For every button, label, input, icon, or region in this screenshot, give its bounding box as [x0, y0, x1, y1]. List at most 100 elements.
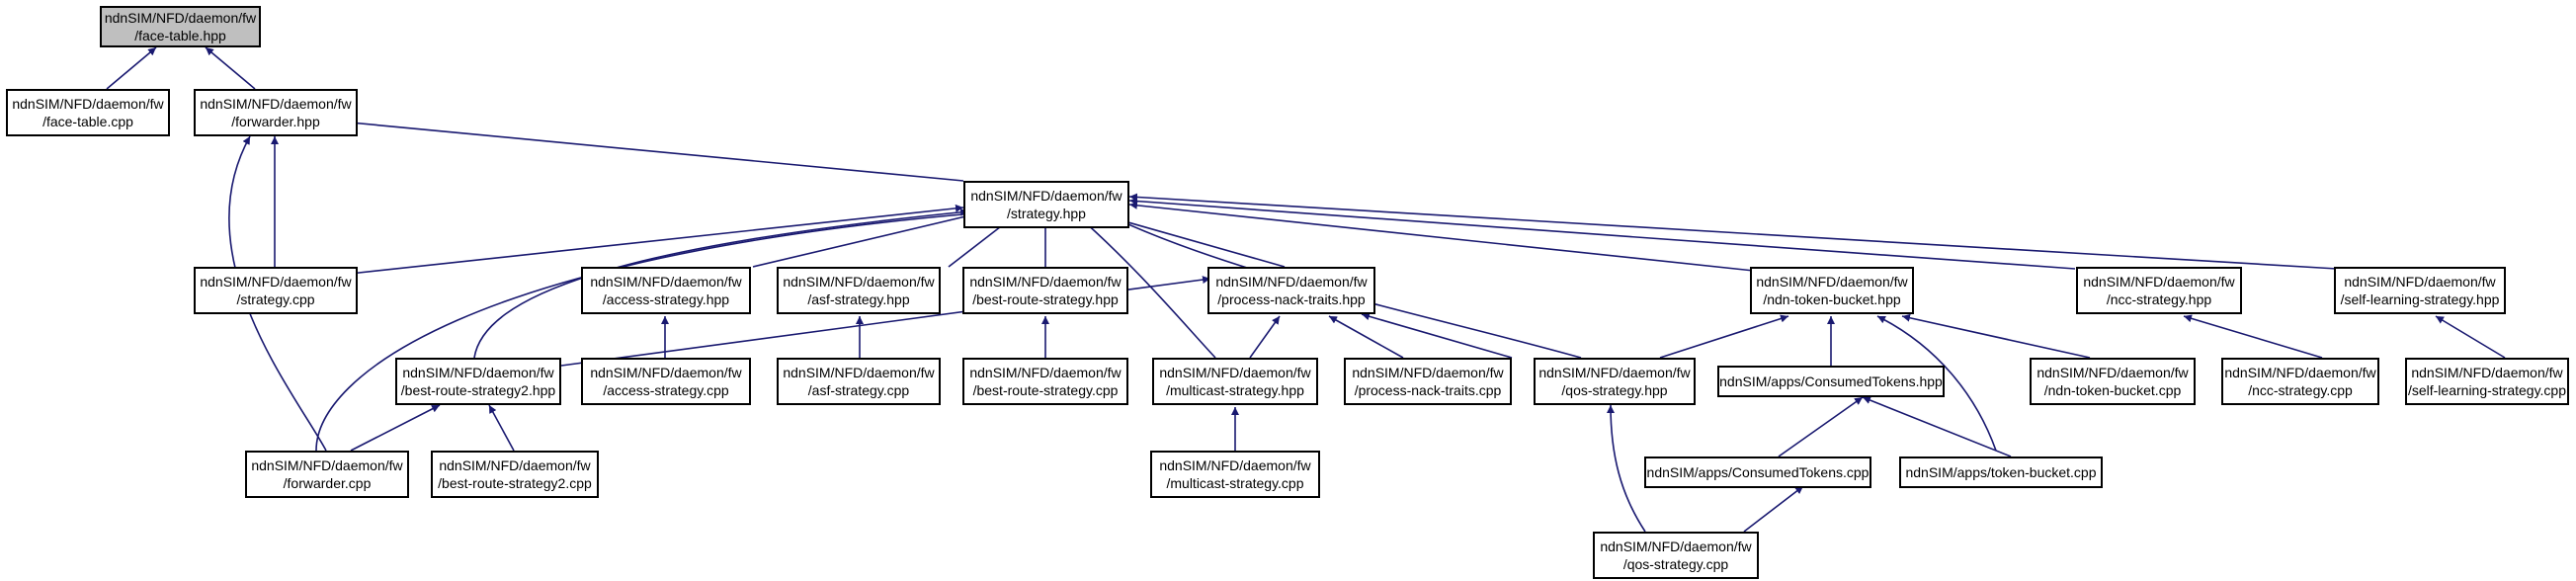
node-qos-strategy-hpp[interactable]: ndnSIM/NFD/daemon/fw /qos-strategy.hpp — [1534, 358, 1696, 405]
node-line: ndnSIM/NFD/daemon/fw — [783, 365, 935, 380]
node-line: /face-table.cpp — [42, 114, 133, 129]
edge — [488, 404, 515, 452]
node-line: ndnSIM/NFD/daemon/fw — [590, 274, 742, 290]
node-line: /process-nack-traits.hpp — [1217, 291, 1366, 307]
edge — [106, 46, 157, 90]
node-line: /ndn-token-bucket.hpp — [1763, 291, 1901, 307]
node-face-table-hpp: ndnSIM/NFD/daemon/fw /face-table.hpp — [100, 6, 261, 47]
node-asf-strategy-hpp[interactable]: ndnSIM/NFD/daemon/fw /asf-strategy.hpp — [777, 267, 941, 314]
edge — [228, 135, 327, 452]
node-line: ndnSIM/NFD/daemon/fw — [970, 188, 1122, 204]
node-line: /best-route-strategy.cpp — [972, 382, 1119, 398]
edge — [315, 209, 974, 452]
node-line: /strategy.hpp — [1007, 206, 1086, 221]
node-line: /asf-strategy.cpp — [807, 382, 910, 398]
node-line: /access-strategy.cpp — [603, 382, 729, 398]
node-line: /multicast-strategy.cpp — [1166, 475, 1304, 491]
edge — [1249, 315, 1281, 359]
node-line: ndnSIM/NFD/daemon/fw — [590, 365, 742, 380]
node-line: ndnSIM/NFD/daemon/fw — [1352, 365, 1504, 380]
node-self-learning-strategy-cpp[interactable]: ndnSIM/NFD/daemon/fw /self-learning-stra… — [2405, 358, 2569, 405]
node-face-table-cpp[interactable]: ndnSIM/NFD/daemon/fw /face-table.cpp — [6, 89, 170, 136]
node-best-route-strategy2-hpp[interactable]: ndnSIM/NFD/daemon/fw /best-route-strateg… — [395, 358, 561, 405]
edge — [2183, 314, 2323, 359]
node-line: /best-route-strategy.hpp — [972, 291, 1119, 307]
edge — [1901, 313, 2091, 359]
node-line: ndnSIM/NFD/daemon/fw — [1600, 539, 1752, 554]
edge — [1862, 396, 2012, 457]
node-process-nack-traits-cpp[interactable]: ndnSIM/NFD/daemon/fw /process-nack-trait… — [1344, 358, 1512, 405]
node-line: /face-table.hpp — [134, 28, 226, 43]
node-forwarder-cpp[interactable]: ndnSIM/NFD/daemon/fw /forwarder.cpp — [245, 451, 409, 498]
node-line: ndnSIM/apps/ConsumedTokens.hpp — [1719, 374, 1943, 389]
node-line: ndnSIM/apps/token-bucket.cpp — [1905, 464, 2097, 480]
node-line: ndnSIM/NFD/daemon/fw — [783, 274, 935, 290]
node-process-nack-traits-hpp[interactable]: ndnSIM/NFD/daemon/fw /process-nack-trait… — [1207, 267, 1375, 314]
node-line: ndnSIM/NFD/daemon/fw — [1756, 274, 1908, 290]
edge — [1361, 312, 1513, 359]
node-line: ndnSIM/NFD/daemon/fw — [1538, 365, 1691, 380]
node-consumed-tokens-hpp[interactable]: ndnSIM/apps/ConsumedTokens.hpp — [1717, 366, 1945, 397]
edge — [1743, 485, 1804, 533]
node-best-route-strategy-cpp[interactable]: ndnSIM/NFD/daemon/fw /best-route-strateg… — [962, 358, 1128, 405]
node-best-route-strategy-hpp[interactable]: ndnSIM/NFD/daemon/fw /best-route-strateg… — [962, 267, 1128, 314]
node-line: ndnSIM/NFD/daemon/fw — [251, 457, 403, 473]
node-multicast-strategy-cpp[interactable]: ndnSIM/NFD/daemon/fw /multicast-strategy… — [1150, 451, 1320, 498]
node-line: /ncc-strategy.cpp — [2248, 382, 2353, 398]
node-line: /best-route-strategy2.cpp — [438, 475, 592, 491]
edge — [350, 404, 441, 452]
node-strategy-hpp[interactable]: ndnSIM/NFD/daemon/fw /strategy.hpp — [963, 181, 1129, 228]
node-ncc-strategy-hpp[interactable]: ndnSIM/NFD/daemon/fw /ncc-strategy.hpp — [2076, 267, 2242, 314]
node-asf-strategy-cpp[interactable]: ndnSIM/NFD/daemon/fw /asf-strategy.cpp — [777, 358, 941, 405]
node-token-bucket-cpp[interactable]: ndnSIM/apps/token-bucket.cpp — [1899, 456, 2103, 488]
node-line: ndnSIM/NFD/daemon/fw — [200, 274, 352, 290]
node-line: /ndn-token-bucket.cpp — [2043, 382, 2182, 398]
node-line: ndnSIM/NFD/daemon/fw — [2224, 365, 2376, 380]
node-ncc-strategy-cpp[interactable]: ndnSIM/NFD/daemon/fw /ncc-strategy.cpp — [2221, 358, 2379, 405]
node-line: /forwarder.cpp — [283, 475, 372, 491]
node-self-learning-strategy-hpp[interactable]: ndnSIM/NFD/daemon/fw /self-learning-stra… — [2334, 267, 2506, 314]
node-line: ndnSIM/NFD/daemon/fw — [2411, 365, 2563, 380]
node-line: /strategy.cpp — [236, 291, 315, 307]
node-line: /access-strategy.hpp — [602, 291, 730, 307]
node-line: ndnSIM/NFD/daemon/fw — [2344, 274, 2496, 290]
node-access-strategy-hpp[interactable]: ndnSIM/NFD/daemon/fw /access-strategy.hp… — [581, 267, 751, 314]
node-line: ndnSIM/NFD/daemon/fw — [12, 96, 164, 112]
node-line: ndnSIM/NFD/daemon/fw — [969, 274, 1122, 290]
node-line: ndnSIM/NFD/daemon/fw — [1215, 274, 1368, 290]
node-line: ndnSIM/NFD/daemon/fw — [1159, 457, 1311, 473]
edge — [339, 118, 964, 182]
node-multicast-strategy-hpp[interactable]: ndnSIM/NFD/daemon/fw /multicast-strategy… — [1152, 358, 1318, 405]
node-line: /qos-strategy.cpp — [1622, 556, 1729, 572]
node-line: /multicast-strategy.hpp — [1166, 382, 1304, 398]
node-line: /self-learning-strategy.cpp — [2407, 382, 2567, 398]
node-line: ndnSIM/NFD/daemon/fw — [2083, 274, 2235, 290]
node-consumed-tokens-cpp[interactable]: ndnSIM/apps/ConsumedTokens.cpp — [1644, 456, 1871, 488]
node-line: ndnSIM/NFD/daemon/fw — [2036, 365, 2189, 380]
node-line: /ncc-strategy.hpp — [2106, 291, 2212, 307]
node-line: /self-learning-strategy.hpp — [2340, 291, 2500, 307]
node-access-strategy-cpp[interactable]: ndnSIM/NFD/daemon/fw /access-strategy.cp… — [581, 358, 751, 405]
edge — [1607, 404, 1646, 533]
node-best-route-strategy2-cpp[interactable]: ndnSIM/NFD/daemon/fw /best-route-strateg… — [431, 451, 599, 498]
edge — [1328, 315, 1404, 359]
node-line: /forwarder.hpp — [231, 114, 320, 129]
node-line: ndnSIM/NFD/daemon/fw — [402, 365, 554, 380]
node-line: ndnSIM/NFD/daemon/fw — [969, 365, 1122, 380]
node-ndn-token-bucket-hpp[interactable]: ndnSIM/NFD/daemon/fw /ndn-token-bucket.h… — [1750, 267, 1914, 314]
node-forwarder-hpp[interactable]: ndnSIM/NFD/daemon/fw /forwarder.hpp — [194, 89, 358, 136]
node-strategy-cpp[interactable]: ndnSIM/NFD/daemon/fw /strategy.cpp — [194, 267, 358, 314]
node-line: ndnSIM/NFD/daemon/fw — [104, 10, 257, 26]
edge — [1128, 201, 1755, 272]
node-line: /best-route-strategy2.hpp — [400, 382, 556, 398]
node-line: /asf-strategy.hpp — [807, 291, 910, 307]
edge — [205, 46, 256, 90]
node-line: /qos-strategy.hpp — [1561, 382, 1668, 398]
node-qos-strategy-cpp[interactable]: ndnSIM/NFD/daemon/fw /qos-strategy.cpp — [1593, 532, 1759, 579]
node-ndn-token-bucket-cpp[interactable]: ndnSIM/NFD/daemon/fw /ndn-token-bucket.c… — [2030, 358, 2196, 405]
node-line: ndnSIM/NFD/daemon/fw — [439, 457, 591, 473]
edge — [1074, 212, 1216, 359]
edge — [2435, 315, 2506, 359]
edge — [1128, 197, 2076, 270]
edge — [752, 210, 979, 268]
